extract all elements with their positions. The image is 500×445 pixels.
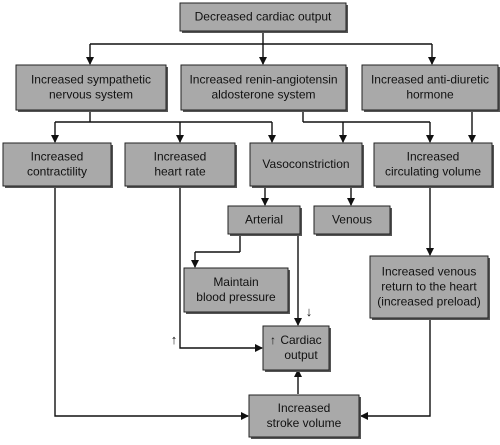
node-box bbox=[262, 325, 330, 371]
node-label-line: Cardiac bbox=[280, 333, 321, 347]
node-label-line: contractility bbox=[27, 165, 87, 179]
node-box bbox=[180, 64, 347, 111]
node-decreased-cardiac-output: Decreased cardiac output bbox=[179, 2, 348, 33]
node-box bbox=[2, 142, 112, 187]
node-label-line: heart rate bbox=[154, 165, 206, 179]
node-box bbox=[313, 205, 391, 235]
node-vasoconstriction: Vasoconstriction bbox=[249, 142, 364, 188]
node-label-line: (increased preload) bbox=[377, 295, 480, 309]
node-label-line: Increased bbox=[407, 150, 460, 164]
arterial-down-arrow: ↓ bbox=[306, 304, 313, 319]
node-label-line: stroke volume bbox=[267, 416, 342, 430]
node-label-line: aldosterone system bbox=[211, 88, 315, 102]
node-box bbox=[124, 142, 236, 187]
node-label-line: Increased bbox=[154, 150, 207, 164]
node-label-line: return to the heart bbox=[381, 280, 477, 294]
node-box bbox=[373, 142, 493, 187]
node-label-line: output bbox=[284, 348, 318, 362]
node-label-line: Vasoconstriction bbox=[262, 157, 349, 171]
node-label-line: circulating volume bbox=[385, 165, 481, 179]
node-arterial: Arterial bbox=[227, 205, 302, 236]
node-box bbox=[227, 205, 301, 235]
node-label-line: Venous bbox=[332, 213, 372, 227]
node-venous: Venous bbox=[313, 205, 392, 236]
node-label-line: nervous system bbox=[49, 88, 133, 102]
node-box bbox=[183, 267, 289, 313]
node-label-line: blood pressure bbox=[196, 290, 276, 304]
node-label-line: Arterial bbox=[245, 213, 283, 227]
node-label-line: Increased sympathetic bbox=[31, 73, 151, 87]
node-label-line: Maintain bbox=[213, 275, 258, 289]
arrow-contractility-to-stroke-volume bbox=[54, 186, 249, 420]
node-box bbox=[15, 64, 167, 111]
node-box bbox=[179, 2, 347, 32]
arrow-heart-rate-to-cardiac-output bbox=[179, 186, 263, 352]
heart-rate-up-arrow: ↑ bbox=[171, 332, 178, 347]
node-label-line: hormone bbox=[406, 88, 454, 102]
node-box bbox=[249, 142, 363, 187]
node-label-line: Increased venous bbox=[382, 265, 477, 279]
arrow-venous-return-to-stroke-volume bbox=[360, 318, 431, 420]
cardiac-output-up-arrow: ↑ bbox=[270, 333, 276, 347]
node-label-line: Decreased cardiac output bbox=[195, 10, 332, 24]
node-label-line: Increased bbox=[31, 150, 84, 164]
node-box bbox=[361, 64, 499, 111]
node-box bbox=[369, 255, 489, 319]
node-label-line: Increased anti-diuretic bbox=[371, 73, 489, 87]
node-label-line: Increased renin-angiotensin bbox=[189, 73, 337, 87]
node-box bbox=[248, 394, 360, 438]
node-label-line: Increased bbox=[278, 401, 331, 415]
